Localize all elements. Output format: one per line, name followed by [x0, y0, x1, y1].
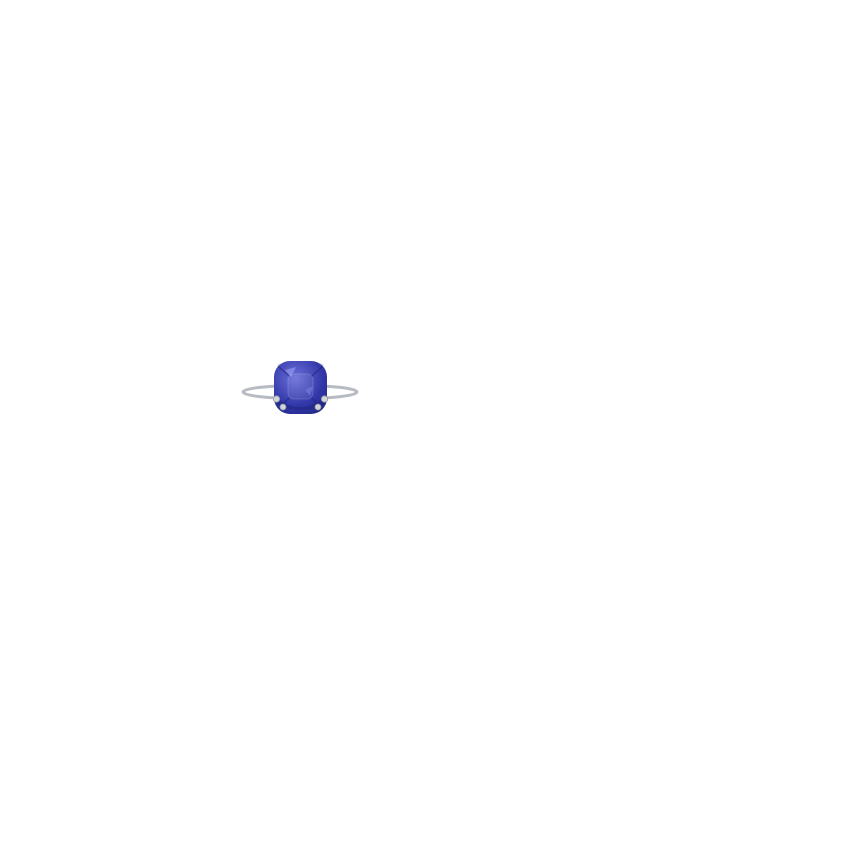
prong-claw-bottom-right-inner: [314, 403, 322, 411]
prong-claw-bottom-right-outer: [320, 395, 329, 403]
gem-table-facet: [287, 373, 314, 400]
prong-claw-bottom-left-outer: [272, 395, 281, 403]
gem-facet-lines: [278, 366, 323, 409]
prong-claw-bottom-left-inner: [279, 403, 287, 411]
prongs-front: [272, 395, 329, 411]
gem-sparkle-top-left: [285, 367, 296, 377]
gem-stone: [274, 361, 327, 414]
gem-sparkle-center: [305, 386, 313, 396]
gem-lower-shade: [277, 398, 324, 410]
